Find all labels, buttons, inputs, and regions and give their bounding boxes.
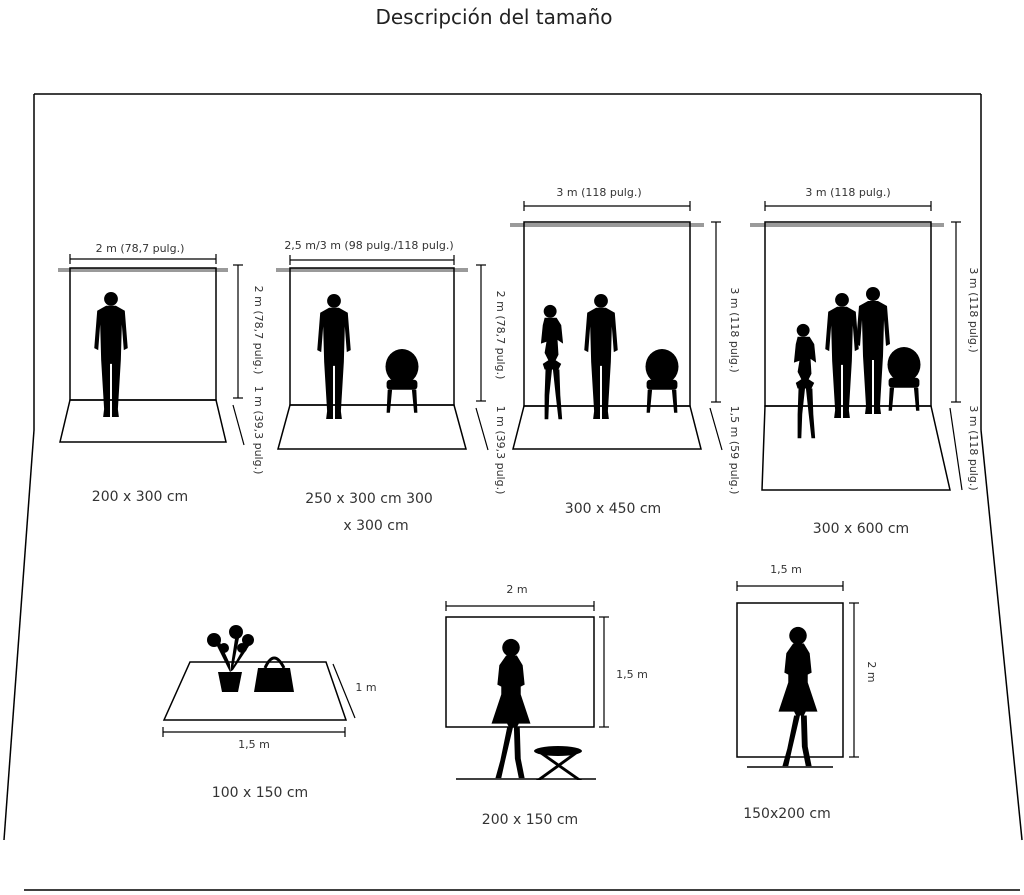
chair-silhouette — [887, 347, 921, 411]
handbag — [254, 656, 294, 692]
woman-silhouette — [540, 304, 564, 420]
lady-silhouette — [491, 638, 531, 779]
man-silhouette — [856, 287, 890, 414]
side-dimension — [475, 264, 489, 451]
side-lower-label: 1,5 m (59 pulg.) — [728, 406, 741, 495]
room-outline — [3, 93, 1023, 891]
top-dimension-label: 2 m (78,7 pulg.) — [96, 242, 185, 255]
panel-200x300: 2 m (78,7 pulg.) 2 m (78,7 pulg.) 1 m (3… — [58, 242, 265, 505]
backdrop — [69, 267, 217, 401]
panel-300x600: 3 m (118 pulg.) 3 m (118 pulg.) 3 m (118… — [750, 186, 980, 537]
man-silhouette — [584, 293, 618, 420]
panel-300x450: 3 m (118 pulg.) 3 m (118 pulg.) 1,5 m (5… — [510, 186, 741, 517]
width-dimension — [736, 581, 844, 591]
panel-caption-line1: 250 x 300 cm 300 — [305, 491, 433, 507]
backdrop — [445, 616, 595, 728]
width-dimension — [445, 601, 595, 611]
floor-sheet — [761, 405, 951, 491]
side-upper-label: 2 m (78,7 pulg.) — [494, 291, 507, 380]
height-label: 2 m — [865, 661, 878, 682]
woman-silhouette — [793, 323, 817, 439]
height-dimension — [332, 663, 356, 719]
small-100x150: 1,5 m 1 m 100 x 150 cm — [162, 625, 377, 801]
top-dimension — [764, 201, 932, 211]
chair-silhouette — [645, 349, 679, 413]
chair-silhouette — [385, 349, 419, 413]
top-dimension — [69, 254, 217, 264]
top-dimension — [289, 255, 455, 265]
side-lower-label: 1 m (39,3 pulg.) — [494, 406, 507, 495]
top-dimension-label: 3 m (118 pulg.) — [556, 186, 641, 199]
side-dimension — [949, 221, 963, 491]
floor-sheet — [277, 404, 467, 450]
panel-caption-line2: x 300 cm — [343, 518, 408, 534]
top-dimension — [523, 201, 691, 211]
width-label: 2 m — [506, 583, 527, 596]
small-200x150: 2 m 1,5 m 200 x 150 cm — [445, 583, 648, 828]
page-title: Descripción del tamaño — [375, 5, 612, 29]
side-dimension — [232, 264, 245, 446]
height-label: 1 m — [355, 681, 376, 694]
small-caption: 200 x 150 cm — [482, 812, 578, 828]
panel-caption: 300 x 450 cm — [565, 501, 661, 517]
side-upper-label: 3 m (118 pulg.) — [967, 267, 980, 352]
side-lower-label: 3 m (118 pulg.) — [967, 405, 980, 490]
small-caption: 100 x 150 cm — [212, 785, 308, 801]
side-upper-label: 2 m (78,7 pulg.) — [252, 286, 265, 375]
panel-250x300: 2,5 m/3 m (98 pulg./118 pulg.) 2 m (78,7… — [276, 239, 507, 534]
panel-caption: 300 x 600 cm — [813, 521, 909, 537]
man-silhouette — [825, 292, 859, 419]
floor-sheet — [59, 399, 227, 443]
side-dimension — [709, 221, 723, 451]
panel-caption: 200 x 300 cm — [92, 489, 188, 505]
vase-with-flowers — [207, 625, 254, 692]
small-caption: 150x200 cm — [743, 806, 831, 822]
height-dimension — [849, 602, 859, 758]
small-150x200: 1,5 m 2 m 150x200 cm — [736, 563, 878, 822]
top-dimension-label: 2,5 m/3 m (98 pulg./118 pulg.) — [284, 239, 453, 252]
lady-silhouette — [778, 626, 818, 767]
width-label: 1,5 m — [238, 738, 270, 751]
width-label: 1,5 m — [770, 563, 802, 576]
height-label: 1,5 m — [616, 668, 648, 681]
man-silhouette — [94, 291, 128, 418]
side-upper-label: 3 m (118 pulg.) — [728, 287, 741, 372]
floor-sheet — [512, 405, 702, 450]
height-dimension — [599, 616, 609, 728]
man-silhouette — [317, 293, 351, 420]
stool — [534, 746, 582, 780]
top-dimension-label: 3 m (118 pulg.) — [805, 186, 890, 199]
backdrop — [289, 267, 455, 406]
width-dimension — [162, 727, 346, 737]
side-lower-label: 1 m (39,3 pulg.) — [252, 386, 265, 475]
